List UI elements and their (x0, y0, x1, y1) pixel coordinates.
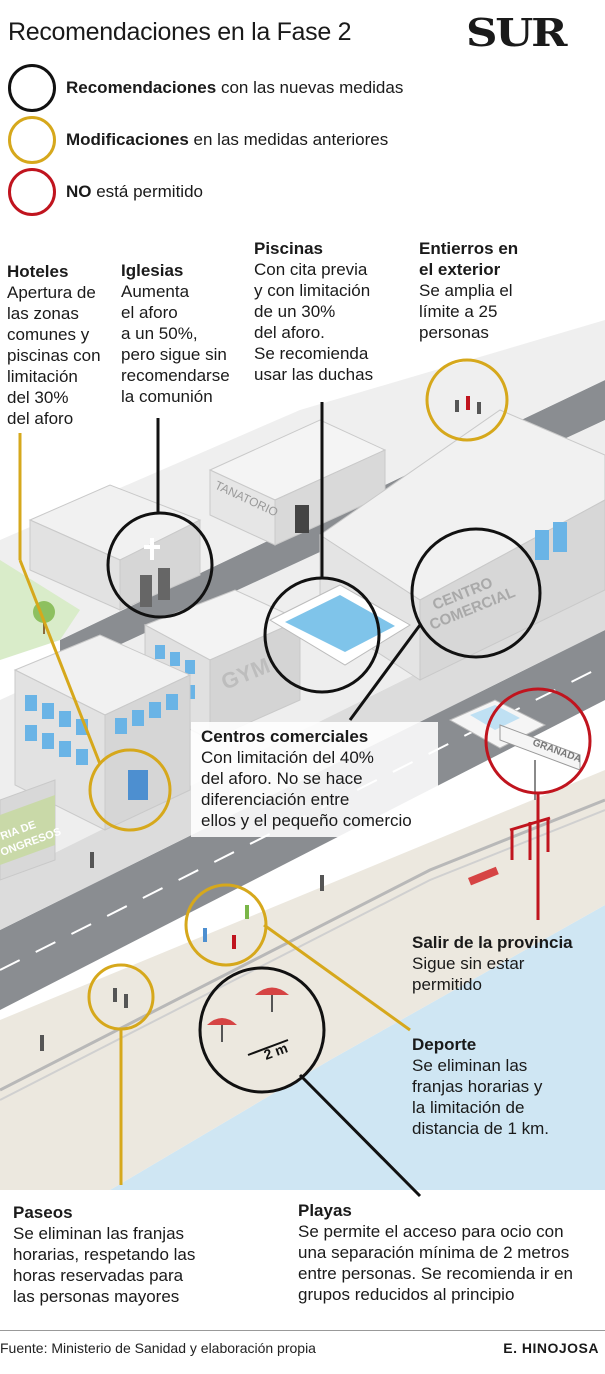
sea (110, 905, 605, 1190)
ring-playas (198, 966, 326, 1094)
callout-iglesias: Iglesias Aumenta el aforo a un 50%, pero… (121, 261, 230, 406)
leader-centros (348, 624, 422, 721)
legend-modificaciones: Modificaciones en las medidas anteriores (8, 116, 388, 164)
ring-iglesias (106, 511, 214, 619)
distance-label: 2 m (262, 1040, 290, 1063)
congress-building: RIA DE ONGRESOS (0, 779, 63, 881)
legend-ring-black (8, 64, 56, 112)
ring-hoteles (88, 748, 172, 832)
callout-entierros: Entierros en el exterior Se amplia el lí… (419, 239, 519, 342)
callout-piscinas: Piscinas Con cita previa y con limitació… (254, 239, 374, 384)
ring-centros (410, 527, 542, 659)
callout-salir-provincia: Salir de la provincia Sigue sin estar pe… (412, 933, 573, 994)
beach (0, 770, 605, 1190)
author-credit: E. HINOJOSA (503, 1340, 599, 1356)
people (40, 396, 481, 1051)
callout-hoteles: Hoteles Apertura de las zonas comunes y … (7, 262, 101, 428)
leader-deporte (263, 923, 411, 1032)
legend-ring-yellow (8, 116, 56, 164)
footer-divider (0, 1330, 605, 1331)
callout-centros-comerciales: Centros comerciales Con limitación del 4… (191, 722, 438, 837)
legend-ring-red (8, 168, 56, 216)
sur-logo: SUR (466, 10, 567, 55)
legend-recomendaciones: Recomendaciones con las nuevas medidas (8, 64, 403, 112)
leader-playas (298, 1073, 422, 1198)
tanatorio-building: TANATORIO (208, 419, 387, 546)
ring-entierros (425, 358, 509, 442)
callout-playas: Playas Se permite el acceso para ocio co… (298, 1201, 573, 1304)
page-title: Recomendaciones en la Fase 2 (8, 18, 352, 46)
pool (268, 584, 411, 666)
source-credit: Fuente: Ministerio de Sanidad y elaborac… (0, 1340, 316, 1356)
legend-no-permitido: NO está permitido (8, 168, 203, 216)
outdoor-gym (509, 816, 551, 860)
callout-deporte: Deporte Se eliminan las franjas horarias… (412, 1035, 550, 1138)
callout-paseos: Paseos Se eliminan las franjas horarias,… (13, 1203, 196, 1306)
